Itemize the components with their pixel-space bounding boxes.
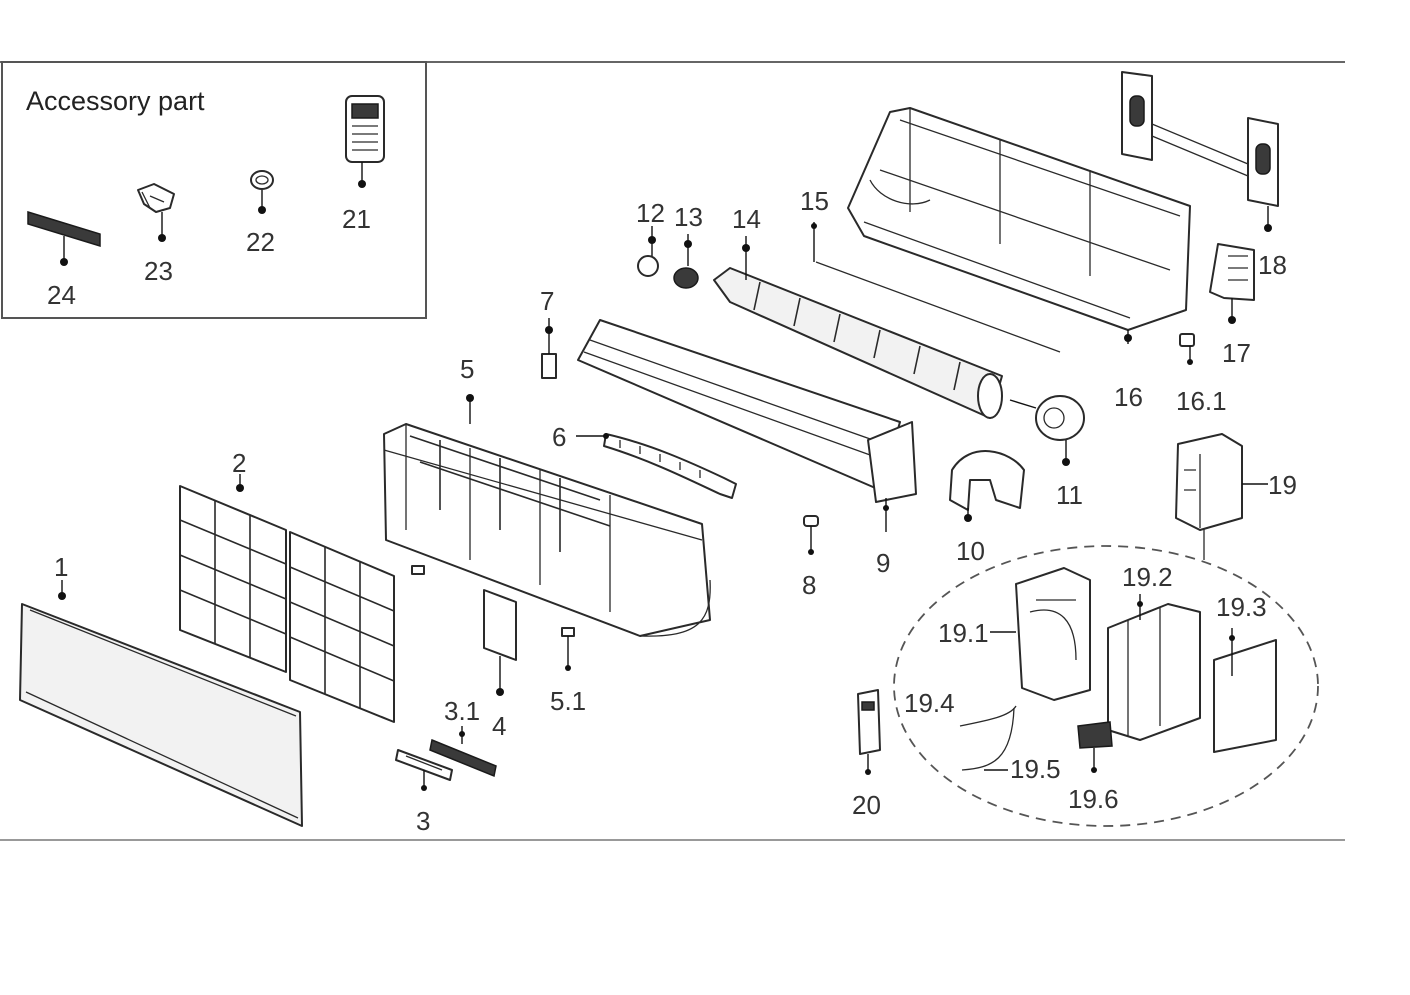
label-19-2: 19.2 <box>1122 562 1173 592</box>
part-7-sensor: 7 <box>540 286 557 379</box>
part-16-1-clip: 16.1 <box>1176 333 1227 416</box>
label-3-1: 3.1 <box>444 696 480 726</box>
label-24: 24 <box>47 280 76 310</box>
label-7: 7 <box>540 286 554 316</box>
part-20-receiver: 20 <box>852 689 881 820</box>
label-9: 9 <box>876 548 890 578</box>
label-19: 19 <box>1268 470 1297 500</box>
small-clip-part <box>411 565 425 575</box>
label-1: 1 <box>54 552 68 582</box>
label-17: 17 <box>1222 338 1251 368</box>
part-19-4-sensor-wire: 19.4 <box>904 688 1017 727</box>
part-5-front-frame: 5 <box>383 354 711 637</box>
part-19-6-connector: 19.6 <box>1068 721 1119 814</box>
label-2: 2 <box>232 448 246 478</box>
label-10: 10 <box>956 536 985 566</box>
label-4: 4 <box>492 711 506 741</box>
label-5: 5 <box>460 354 474 384</box>
label-19-6: 19.6 <box>1068 784 1119 814</box>
part-19-3-cover-sheet: 19.3 <box>1213 592 1277 753</box>
accessory-box: Accessory part 24 23 22 21 <box>1 61 427 319</box>
label-20: 20 <box>852 790 881 820</box>
part-3-1-display-cover: 3.1 <box>429 696 497 778</box>
part-18-mounting-plate: 18 <box>1121 71 1287 280</box>
part-23-clip: 23 <box>137 183 175 286</box>
label-11: 11 <box>1056 480 1083 510</box>
part-22-ring: 22 <box>246 170 275 257</box>
label-6: 6 <box>552 422 566 452</box>
part-21-remote-control: 21 <box>342 95 385 234</box>
part-14-cross-flow-fan: 14 <box>713 204 1003 419</box>
label-19-3: 19.3 <box>1216 592 1267 622</box>
subassembly-19-callout <box>893 545 1319 827</box>
part-11-fan-motor: 11 <box>1009 395 1085 510</box>
part-17-bracket: 17 <box>1209 243 1255 368</box>
part-1-front-panel: 1 <box>19 552 303 827</box>
label-14: 14 <box>732 204 761 234</box>
label-8: 8 <box>802 570 816 600</box>
label-5-1: 5.1 <box>550 686 586 716</box>
part-4-cover-plate: 4 <box>483 589 517 741</box>
part-12-bearing-holder: 12 <box>636 198 665 277</box>
label-22: 22 <box>246 227 275 257</box>
label-23: 23 <box>144 256 173 286</box>
part-16-chassis: 16 <box>847 107 1191 412</box>
label-13: 13 <box>674 202 703 232</box>
label-18: 18 <box>1258 250 1287 280</box>
label-16-1: 16.1 <box>1176 386 1227 416</box>
label-3: 3 <box>416 806 430 836</box>
part-8-fixing-part: 8 <box>802 515 819 600</box>
part-19-1-box-cover: 19.1 <box>938 567 1091 701</box>
part-13-bearing: 13 <box>673 202 703 289</box>
part-3-display-board: 3 <box>395 749 453 836</box>
part-9-evaporator: 9 <box>577 319 917 578</box>
part-24-filter-strip: 24 <box>27 210 101 310</box>
label-19-1: 19.1 <box>938 618 989 648</box>
label-21: 21 <box>342 204 371 234</box>
label-12: 12 <box>636 198 665 228</box>
part-15-swing-rod: 15 <box>800 186 1061 353</box>
accessory-box-title: Accessory part <box>26 86 205 116</box>
part-5-1-clip: 5.1 <box>550 627 586 716</box>
part-10-motor-bracket: 10 <box>949 450 1025 566</box>
part-6-drain-pipe: 6 <box>552 422 737 499</box>
label-16: 16 <box>1114 382 1143 412</box>
part-19-2-control-board: 19.2 <box>1107 562 1201 741</box>
part-19-5-sensor-wire: 19.5 <box>961 707 1061 784</box>
label-15: 15 <box>800 186 829 216</box>
part-2-air-filters: 2 <box>179 448 395 723</box>
part-19-electric-box: 19 <box>1175 433 1297 560</box>
label-19-4: 19.4 <box>904 688 955 718</box>
label-19-5: 19.5 <box>1010 754 1061 784</box>
